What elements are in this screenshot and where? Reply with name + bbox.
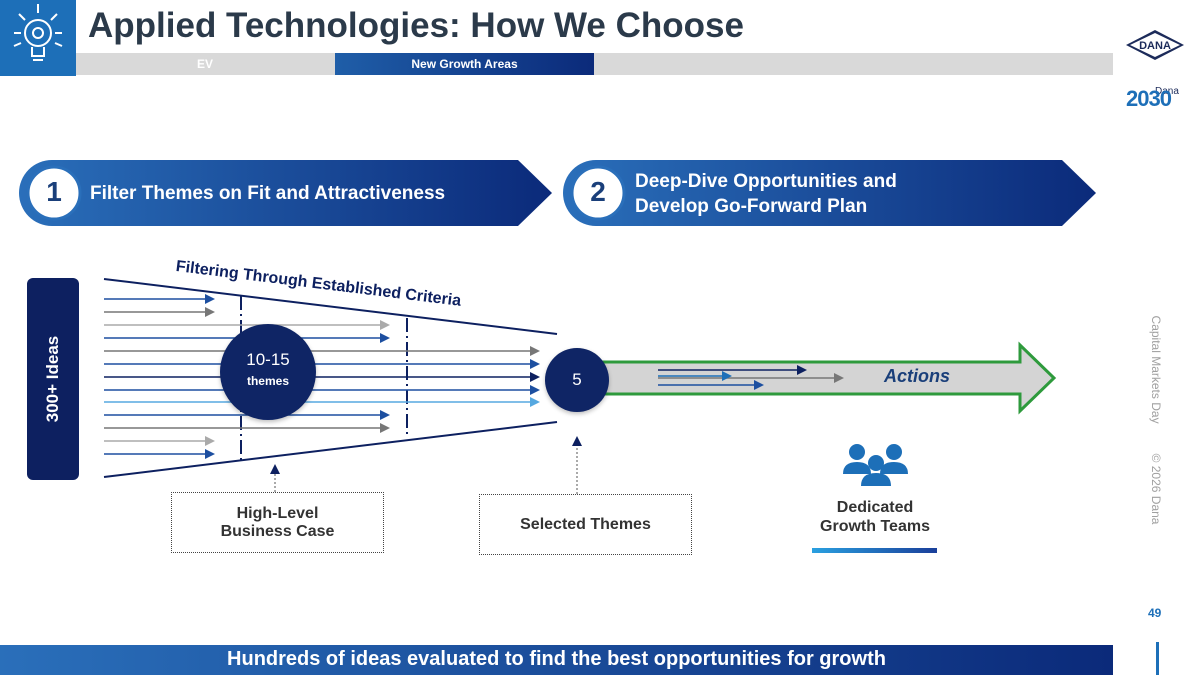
- growth-teams-underline: [812, 548, 937, 553]
- step-1-chevron: [19, 160, 552, 226]
- actions-inner-arrows: [658, 365, 844, 390]
- step-2-number: 2: [590, 176, 606, 207]
- step-2-label-line1: Deep-Dive Opportunities and: [635, 171, 897, 192]
- growth-teams-label: Dedicated Growth Teams: [800, 498, 950, 536]
- business-case-line1: High-Level: [236, 504, 319, 522]
- business-case-line2: Business Case: [220, 522, 335, 540]
- themes-circle: 10-15 themes: [220, 324, 316, 420]
- idea-arrows: [104, 294, 540, 459]
- side-caption: Capital Markets Day © 2026 Dana: [1149, 315, 1163, 525]
- dana-logo-text: DANA: [1139, 40, 1171, 52]
- selected-themes-box: Selected Themes: [479, 494, 692, 555]
- step-1-label: Filter Themes on Fit and Attractiveness: [90, 183, 446, 204]
- growth-teams-line1: Dedicated: [836, 499, 914, 516]
- step-1-number: 1: [46, 176, 62, 207]
- section-tab-bar: EV New Growth Areas: [76, 53, 1113, 75]
- bottom-banner-text: Hundreds of ideas evaluated to find the …: [227, 648, 886, 670]
- ideas-bar: [27, 278, 79, 480]
- people-group-icon: [843, 444, 908, 486]
- tab-ev[interactable]: EV: [196, 57, 213, 71]
- selected-themes-label: Selected Themes: [520, 515, 651, 533]
- step-1-badge: [26, 165, 82, 221]
- actions-label: Actions: [884, 366, 951, 386]
- funnel-bottom-edge: [103, 421, 558, 478]
- page-title: Applied Technologies: How We Choose: [88, 6, 744, 45]
- selected-count-circle: 5: [545, 348, 609, 412]
- dana-badge-prefix: Dana: [1155, 86, 1179, 97]
- step-2-label-line2: Develop Go-Forward Plan: [635, 196, 868, 217]
- growth-teams-line2: Growth Teams: [820, 518, 930, 535]
- themes-count: 10-15: [246, 350, 290, 369]
- ideas-label: 300+ Ideas: [43, 335, 62, 423]
- lightbulb-gear-icon: [0, 0, 76, 76]
- business-case-box: High-Level Business Case: [171, 492, 384, 553]
- tab-new-growth-areas[interactable]: New Growth Areas: [335, 53, 594, 75]
- step-2-chevron: [563, 160, 1096, 226]
- dana-logo: DANA: [1126, 30, 1184, 60]
- page-number: 49: [1148, 606, 1162, 620]
- step-2-badge: [570, 165, 626, 221]
- funnel-top-edge: [103, 278, 558, 335]
- bottom-accent-mark: [1156, 642, 1159, 675]
- themes-unit: themes: [246, 374, 290, 388]
- bottom-banner: [0, 645, 1113, 675]
- dana-2030-badge: 2030: [1126, 86, 1172, 111]
